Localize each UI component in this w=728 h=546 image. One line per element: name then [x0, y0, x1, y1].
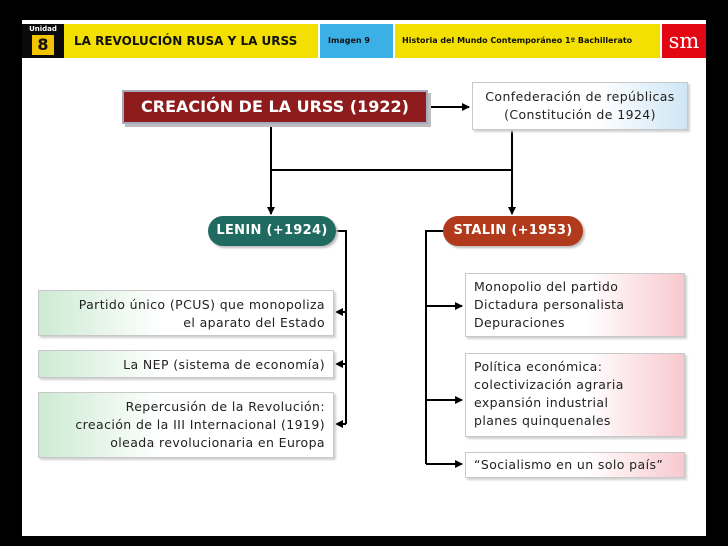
item-line: Política económica: [474, 359, 603, 374]
lenin-item-international: Repercusión de la Revolución: creación d… [38, 392, 334, 458]
confederation-line: (Constitución de 1924) [504, 107, 656, 122]
link-title-trunk [270, 106, 513, 171]
item-line: Depuraciones [474, 315, 565, 330]
unit-label: Unidad [29, 25, 57, 33]
connector-lines [267, 103, 516, 468]
header-title: LA REVOLUCIÓN RUSA Y LA URSS [64, 24, 318, 58]
stalin-item-economy: Política económica: colectivización agra… [465, 353, 685, 437]
item-line: colectivización agraria [474, 377, 624, 392]
stalin-node: STALIN (+1953) [443, 216, 583, 246]
link-lenin-spine [336, 230, 347, 424]
item-line: el aparato del Estado [183, 315, 325, 330]
slide: Unidad 8 LA REVOLUCIÓN RUSA Y LA URSS Im… [22, 20, 706, 536]
item-line: Monopolio del partido [474, 279, 619, 294]
item-line: Partido único (PCUS) que monopoliza [78, 297, 325, 312]
item-line: “Socialismo en un solo país” [474, 457, 664, 472]
item-line: expansión industrial [474, 395, 609, 410]
publisher-logo: sm [662, 24, 706, 58]
item-line: oleada revolucionaria en Europa [110, 435, 325, 450]
stalin-item-party: Monopolio del partido Dictadura personal… [465, 273, 685, 337]
confederation-line: Confederación de repúblicas [485, 89, 675, 104]
item-line: creación de la III Internacional (1919) [75, 417, 325, 432]
lenin-item-nep: La NEP (sistema de economía) [38, 350, 334, 378]
diagram-title: CREACIÓN DE LA URSS (1922) [122, 90, 428, 124]
link-stalin-spine [425, 230, 443, 464]
header-book-title: Historia del Mundo Contemporáneo 1º Bach… [395, 24, 660, 58]
unit-badge: Unidad 8 [22, 24, 64, 58]
lenin-item-party: Partido único (PCUS) que monopoliza el a… [38, 290, 334, 336]
item-line: planes quinquenales [474, 413, 611, 428]
item-line: La NEP (sistema de economía) [123, 357, 325, 372]
lenin-node: LENIN (+1924) [208, 216, 336, 246]
header-image-label: Imagen 9 [320, 24, 393, 58]
item-line: Repercusión de la Revolución: [125, 399, 325, 414]
stalin-item-socialism: “Socialismo en un solo país” [465, 452, 685, 478]
confederation-box: Confederación de repúblicas (Constitució… [472, 82, 688, 130]
unit-number: 8 [32, 35, 54, 55]
item-line: Dictadura personalista [474, 297, 625, 312]
